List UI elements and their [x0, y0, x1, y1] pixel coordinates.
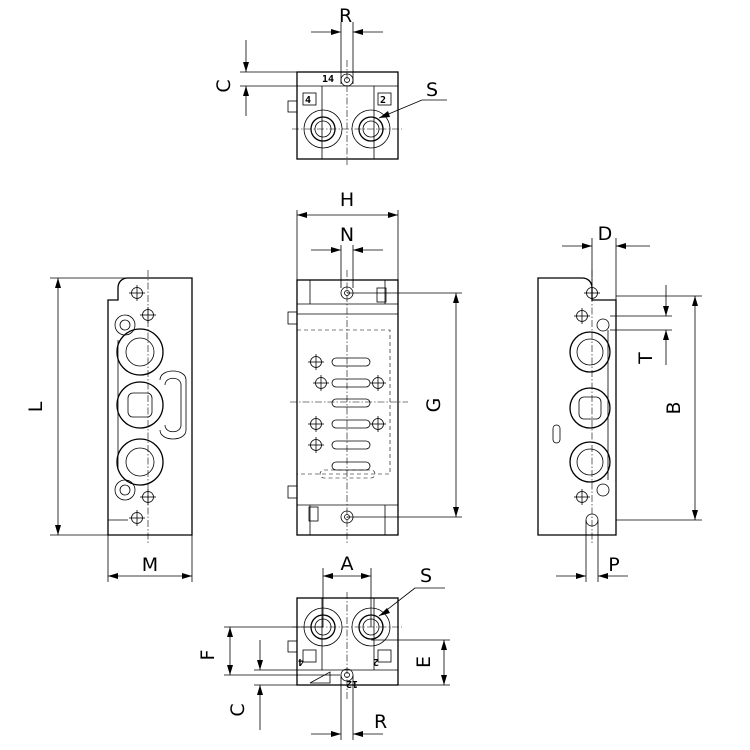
dim-label-S-top: S — [426, 79, 438, 101]
right-view-body — [537, 277, 617, 536]
spool-slots — [319, 357, 376, 479]
dim-label-M: M — [142, 554, 158, 576]
dim-label-R-bottom: R — [374, 711, 387, 733]
port-label-4-bottom: 4 — [298, 656, 304, 667]
right-view: D T B P — [537, 223, 702, 582]
top-view: 4 2 14 S R C — [213, 5, 447, 165]
dim-label-N: N — [340, 224, 354, 246]
dim-label-T: T — [635, 352, 657, 365]
left-port-lower — [116, 438, 164, 486]
left-view-body — [107, 277, 193, 536]
dim-label-S-bottom: S — [420, 565, 432, 587]
top-view-body — [296, 71, 399, 160]
dim-label-R-top: R — [339, 5, 352, 27]
port-label-12: 12 — [346, 678, 358, 689]
right-port-upper — [569, 331, 611, 373]
dim-label-L: L — [25, 401, 47, 412]
dim-label-E: E — [413, 656, 435, 668]
port-label-2-bottom: 2 — [373, 656, 379, 667]
right-port-middle — [569, 387, 611, 429]
dim-label-B: B — [663, 401, 685, 414]
dim-label-F: F — [197, 650, 219, 661]
port-label-4: 4 — [305, 95, 311, 106]
front-view-body — [296, 279, 399, 536]
dim-label-H: H — [340, 189, 354, 211]
front-view: H N G — [287, 189, 462, 545]
dim-label-C-bottom: C — [227, 703, 249, 716]
left-port-upper — [116, 328, 164, 376]
dim-label-G: G — [423, 398, 445, 413]
dim-label-P: P — [608, 554, 619, 576]
right-port-lower — [569, 441, 611, 483]
dim-label-D: D — [598, 223, 613, 245]
dim-label-A: A — [341, 553, 354, 575]
indicator-slot — [552, 424, 561, 444]
port-label-2: 2 — [380, 95, 386, 106]
dim-label-C-top: C — [213, 79, 235, 92]
left-view: L M — [25, 270, 193, 582]
left-port-middle — [116, 381, 164, 429]
port-label-14: 14 — [322, 74, 334, 85]
bottom-view: 4 2 12 S A F E C — [197, 553, 450, 740]
